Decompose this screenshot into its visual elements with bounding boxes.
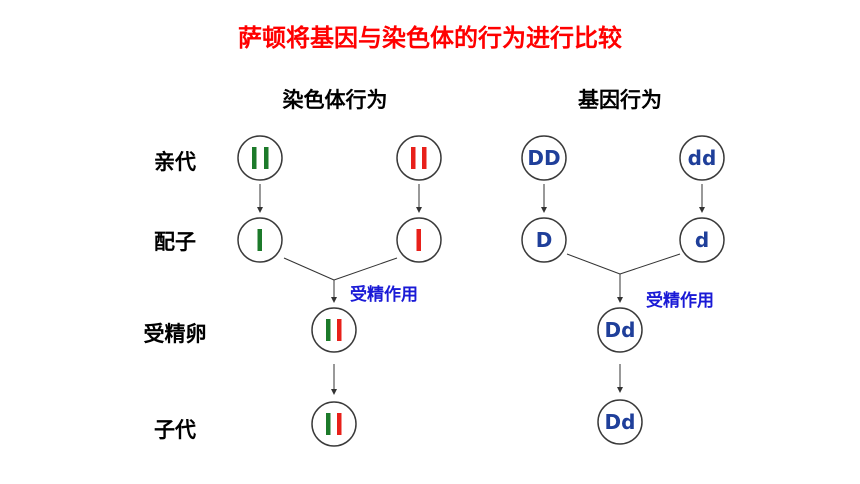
gene-gamete-left-circle bbox=[521, 217, 567, 263]
gene-zygote: Dd bbox=[605, 318, 636, 342]
line-gamete-right-merge bbox=[333, 257, 398, 281]
gene-parent-left: DD bbox=[527, 146, 560, 170]
gene-parent-left-circle bbox=[521, 135, 567, 181]
row-label-parent: 亲代 bbox=[154, 150, 196, 174]
gamete-right-chromosome bbox=[416, 229, 421, 251]
chromosome-column-heading: 染色体行为 bbox=[282, 88, 388, 112]
gene-parent-right: dd bbox=[688, 146, 717, 170]
fertilization-label-gene: 受精作用 bbox=[646, 291, 714, 311]
gene-zygote-circle bbox=[597, 307, 643, 353]
parent-left-chromosomes bbox=[252, 147, 269, 169]
line-gamete-left-merge bbox=[283, 257, 335, 281]
page-title: 萨顿将基因与染色体的行为进行比较 bbox=[238, 24, 622, 52]
zygote-circle bbox=[311, 307, 357, 353]
parent-left-circle bbox=[237, 135, 283, 181]
gene-gamete-right-circle bbox=[679, 217, 725, 263]
offspring-circle bbox=[311, 401, 357, 447]
offspring-chromosomes bbox=[326, 413, 342, 435]
parent-right-circle bbox=[396, 135, 442, 181]
gene-gamete-left: D bbox=[536, 228, 553, 252]
gene-parent-right-circle bbox=[679, 135, 725, 181]
parent-right-chromosomes bbox=[411, 147, 427, 169]
zygote-chromosomes bbox=[326, 319, 342, 341]
gene-line-gamete-right-merge bbox=[619, 253, 681, 275]
gene-column-heading: 基因行为 bbox=[578, 88, 662, 112]
gene-offspring: Dd bbox=[605, 410, 636, 434]
gene-offspring-circle bbox=[597, 399, 643, 445]
row-label-gamete: 配子 bbox=[154, 230, 196, 254]
row-label-zygote: 受精卵 bbox=[143, 322, 207, 346]
gene-line-gamete-left-merge bbox=[566, 253, 621, 275]
gene-gamete-right: d bbox=[695, 228, 709, 252]
gamete-left-chromosome bbox=[257, 229, 262, 251]
row-label-offspring: 子代 bbox=[154, 418, 196, 442]
fertilization-label-chromosome: 受精作用 bbox=[350, 285, 418, 305]
